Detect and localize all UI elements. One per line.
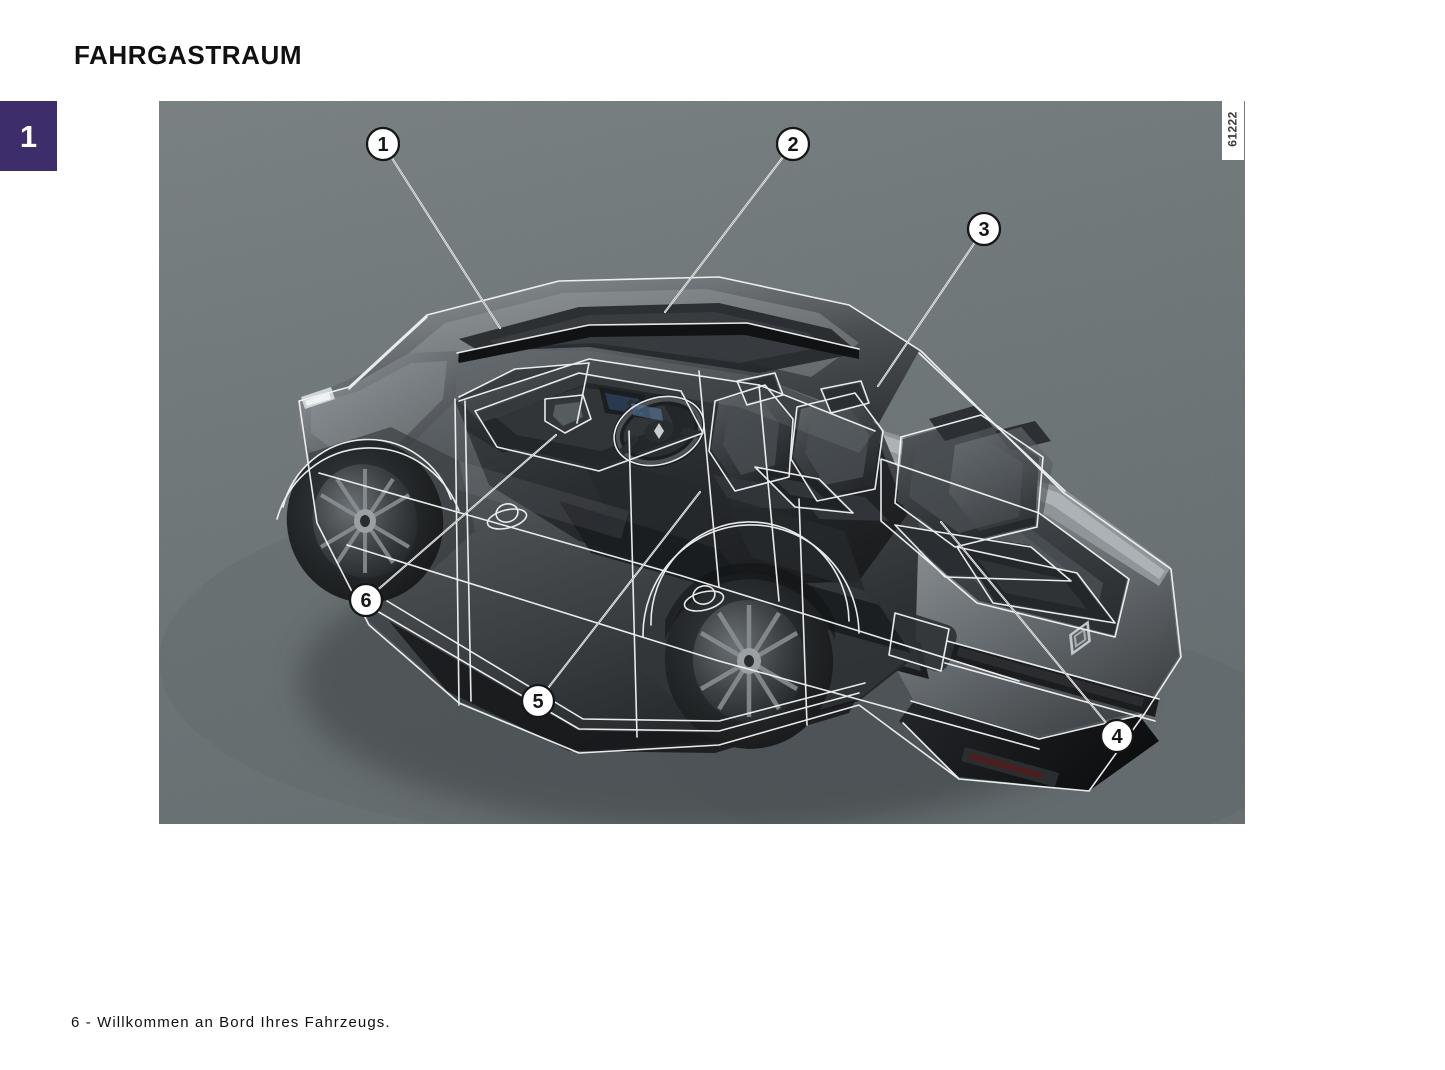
callout-label-4: 4 bbox=[1111, 726, 1123, 748]
interior-assembly bbox=[477, 375, 1111, 653]
chapter-number: 1 bbox=[19, 118, 38, 154]
seatbelt-loop-rear bbox=[683, 585, 725, 612]
seatbelt-loop-front bbox=[486, 503, 528, 530]
door-panel-rear bbox=[725, 497, 865, 591]
callout-label-1: 1 bbox=[377, 134, 388, 156]
car-cutaway-diagram: 1 2 3 4 5 bbox=[159, 101, 1245, 824]
callout-leader-outline bbox=[365, 143, 1118, 737]
door-panel-front bbox=[579, 453, 719, 551]
callout-marker-5[interactable]: 5 bbox=[520, 683, 556, 719]
front-hood bbox=[299, 351, 459, 469]
wheel-rear bbox=[286, 439, 444, 603]
page-title: FAHRGASTRAUM bbox=[74, 40, 303, 70]
chapter-tab: 1 bbox=[0, 101, 57, 171]
callout-marker-3[interactable]: 3 bbox=[966, 211, 1002, 247]
side-highlight bbox=[455, 461, 629, 539]
callout-label-6: 6 bbox=[360, 590, 371, 612]
steering-wheel bbox=[612, 394, 706, 468]
figure-code-text: 61222 bbox=[1226, 111, 1240, 147]
callout-label-5: 5 bbox=[532, 691, 543, 713]
callout-label-2: 2 bbox=[787, 134, 798, 156]
callout-marker-4[interactable]: 4 bbox=[1099, 718, 1135, 754]
figure-illustration: 1 2 3 4 5 bbox=[159, 101, 1245, 824]
glass-sheen bbox=[459, 359, 875, 453]
callout-marker-6[interactable]: 6 bbox=[348, 582, 384, 618]
seat-highlight-panel bbox=[949, 427, 1053, 531]
brand-logo-icon bbox=[1069, 620, 1091, 656]
callout-marker-1[interactable]: 1 bbox=[365, 126, 401, 162]
cutaway-contour-lines bbox=[276, 276, 1182, 792]
callout-markers: 1 2 3 4 5 bbox=[348, 126, 1135, 754]
roof-rail bbox=[455, 323, 859, 363]
callout-label-3: 3 bbox=[978, 219, 989, 241]
vehicle-body bbox=[286, 277, 1179, 791]
front-seat-passenger bbox=[793, 383, 889, 521]
door-mirror bbox=[547, 397, 589, 431]
figure-code: 61222 bbox=[1222, 98, 1244, 160]
page-footer: 6 - Willkommen an Bord Ihres Fahrzeugs. bbox=[71, 1014, 391, 1031]
callout-marker-2[interactable]: 2 bbox=[775, 126, 811, 162]
